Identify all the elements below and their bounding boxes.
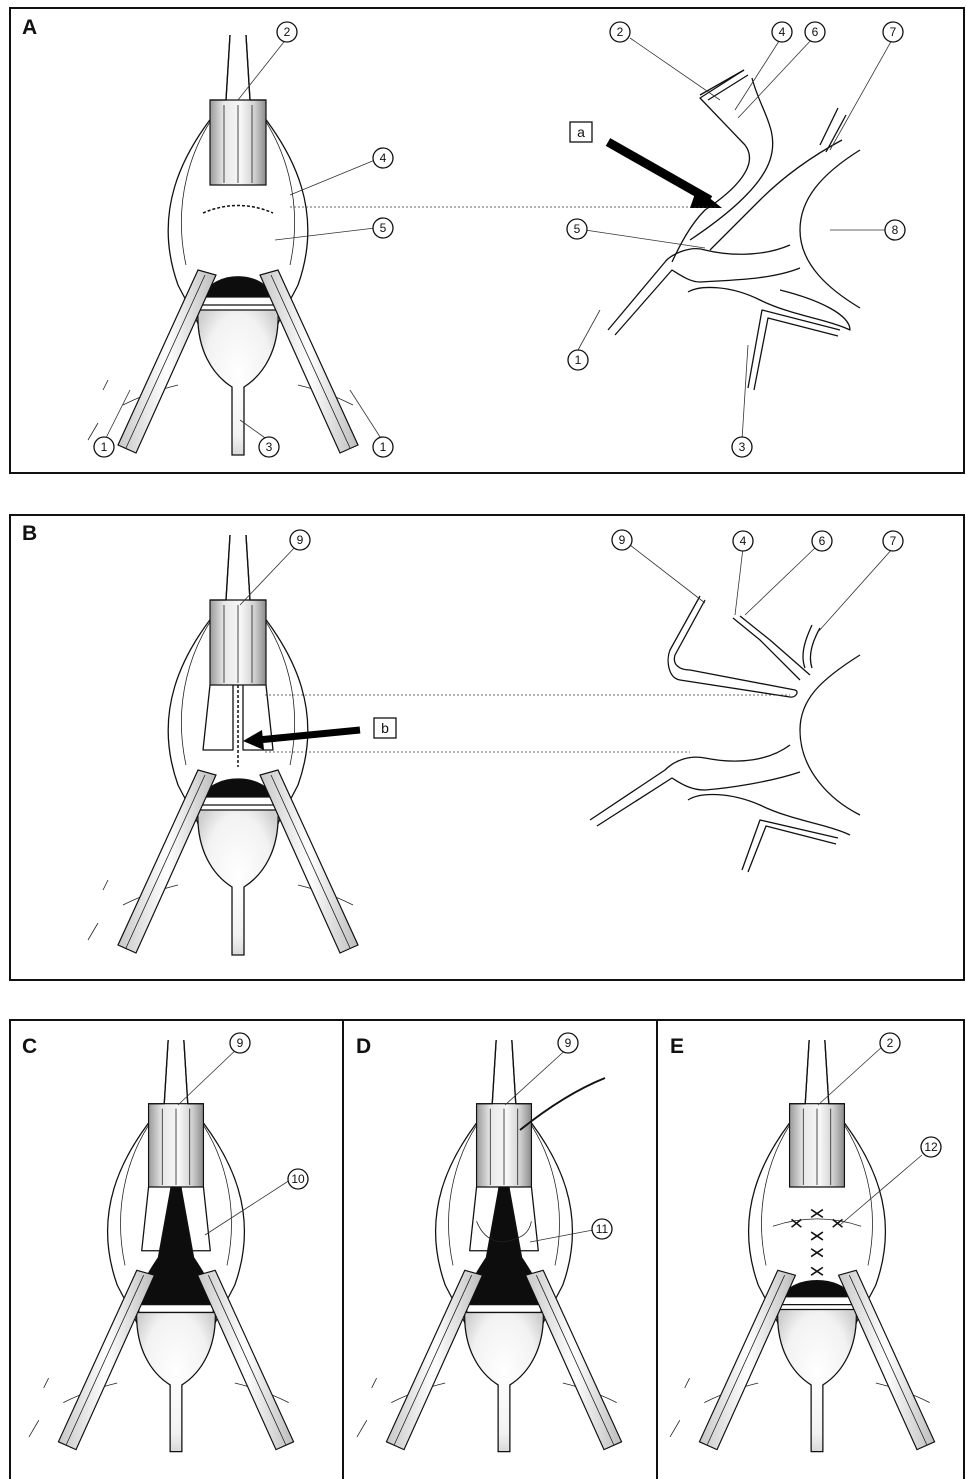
arrow-label-b: b (381, 720, 389, 736)
panel-b-callouts: 9 9 4 6 7 (290, 530, 903, 551)
panel-e: E 2 12 (670, 1033, 941, 1452)
svg-text:1: 1 (575, 353, 582, 367)
svg-text:3: 3 (739, 440, 746, 454)
svg-text:7: 7 (890, 534, 897, 548)
callout-a-side-6: 6 (805, 22, 825, 42)
svg-text:4: 4 (779, 25, 786, 39)
callout-a-side-8: 8 (885, 220, 905, 240)
svg-text:8: 8 (892, 223, 899, 237)
callout-b-side-9: 9 (612, 530, 632, 550)
suture-thread (520, 1078, 605, 1130)
callout-a-front-4: 4 (373, 148, 393, 168)
svg-text:6: 6 (819, 534, 826, 548)
svg-text:9: 9 (237, 1036, 244, 1050)
panel-b-leader-lines (240, 545, 893, 632)
panel-a-letter: A (22, 16, 37, 39)
callout-d-11: 11 (592, 1219, 612, 1239)
callout-a-front-2: 2 (277, 22, 297, 42)
svg-text:2: 2 (284, 25, 291, 39)
svg-text:10: 10 (291, 1172, 305, 1186)
callout-a-front-5: 5 (373, 218, 393, 238)
svg-text:2: 2 (617, 25, 624, 39)
callout-a-side-4: 4 (772, 22, 792, 42)
svg-text:12: 12 (924, 1140, 938, 1154)
callout-a-side-7: 7 (883, 22, 903, 42)
callout-b-side-6: 6 (812, 531, 832, 551)
panel-a: A a (10, 8, 964, 473)
svg-text:4: 4 (380, 151, 387, 165)
panel-b-front-view (88, 535, 358, 955)
arrow-label-a: a (577, 124, 585, 140)
callout-e-12: 12 (921, 1137, 941, 1157)
callout-a-side-1: 1 (568, 350, 588, 370)
callout-a-front-1-right: 1 (373, 437, 393, 457)
callout-c-10: 10 (288, 1169, 308, 1189)
svg-text:1: 1 (380, 440, 387, 454)
callout-b-side-4: 4 (733, 531, 753, 551)
panel-a-side-view: a (570, 70, 860, 390)
callout-b-front-9: 9 (290, 530, 310, 550)
svg-text:5: 5 (574, 222, 581, 236)
callout-a-front-3: 3 (259, 437, 279, 457)
svg-text:9: 9 (297, 533, 304, 547)
panel-c-letter: C (22, 1035, 37, 1058)
callout-a-side-2: 2 (610, 22, 630, 42)
callout-c-9: 9 (230, 1033, 250, 1053)
callout-d-9: 9 (558, 1033, 578, 1053)
svg-text:7: 7 (890, 25, 897, 39)
panel-b-letter: B (22, 522, 37, 545)
callout-a-side-5: 5 (567, 219, 587, 239)
svg-text:9: 9 (619, 533, 626, 547)
svg-text:9: 9 (565, 1036, 572, 1050)
callout-b-side-7: 7 (883, 531, 903, 551)
callout-a-front-1-left: 1 (94, 437, 114, 457)
panel-b-side-view (590, 596, 860, 872)
panel-d: D 9 11 (356, 1033, 622, 1452)
svg-text:6: 6 (812, 25, 819, 39)
svg-text:4: 4 (740, 534, 747, 548)
callout-e-2: 2 (880, 1033, 900, 1053)
svg-text:11: 11 (596, 1222, 609, 1236)
panel-d-letter: D (356, 1035, 371, 1058)
callout-a-side-3: 3 (732, 437, 752, 457)
svg-text:5: 5 (380, 221, 387, 235)
svg-text:3: 3 (266, 440, 273, 454)
svg-text:1: 1 (101, 440, 108, 454)
svg-text:2: 2 (887, 1036, 894, 1050)
panel-b: B b (10, 515, 964, 980)
panel-a-front-view (88, 35, 358, 455)
arrow-a (608, 142, 710, 200)
panels-cde: C 9 10 D (10, 1020, 964, 1479)
panel-c: C 9 10 (22, 1033, 308, 1452)
panel-e-letter: E (670, 1035, 684, 1058)
